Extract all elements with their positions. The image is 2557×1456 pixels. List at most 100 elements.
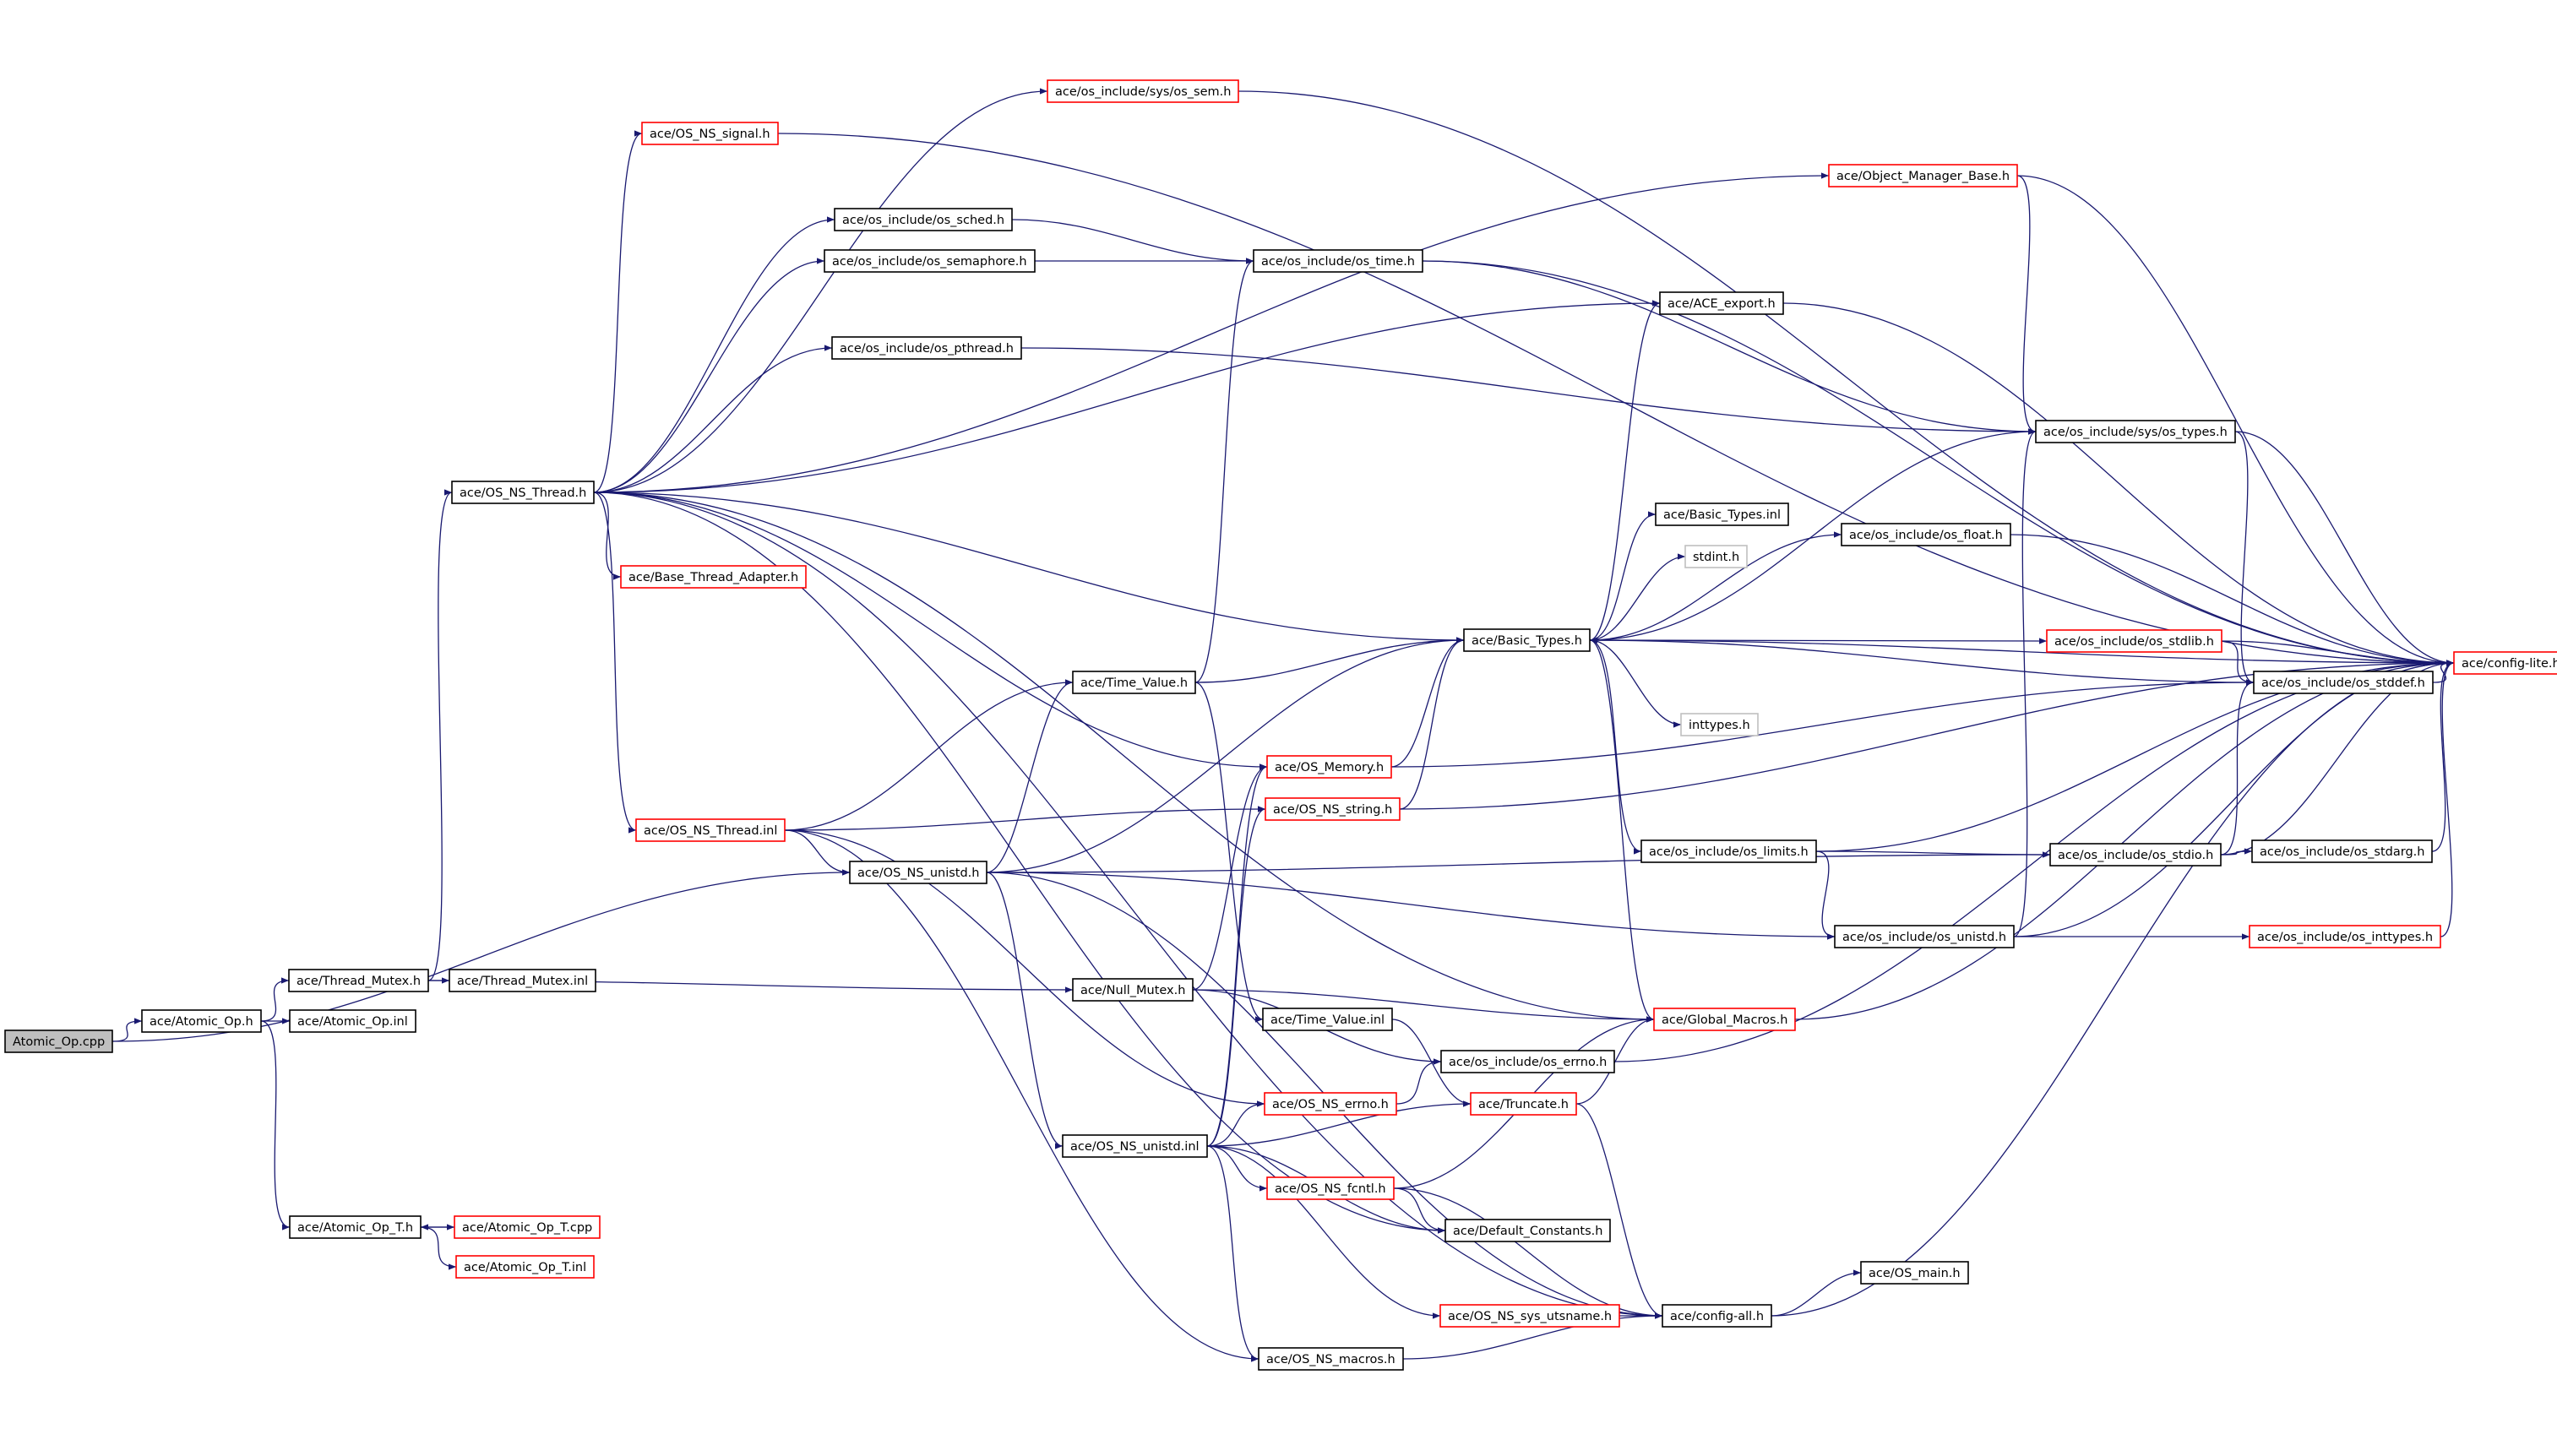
edge-os-ns-thread-h-to-basic-types-h [593, 492, 1465, 644]
file-node-os-memory-h[interactable]: ace/OS_Memory.h [1266, 755, 1392, 779]
node-box [1264, 1092, 1397, 1116]
edge-config-all-h-to-config-lite-h [1771, 660, 2455, 1317]
node-box [141, 1009, 262, 1033]
file-node-default-constants-h[interactable]: ace/Default_Constants.h [1444, 1219, 1611, 1242]
node-box [2046, 629, 2222, 653]
file-node-os-ns-errno-h[interactable]: ace/OS_NS_errno.h [1264, 1092, 1397, 1116]
edge-os-ns-thread-inl-to-os-ns-errno-h [784, 829, 1265, 1107]
node-label: ace/Atomic_Op.inl [297, 1015, 408, 1029]
edge-null-mutex-h-to-global-macros-h [1192, 989, 1655, 1023]
node-box [4, 1030, 113, 1053]
file-node-os-sched-h[interactable]: ace/os_include/os_sched.h [834, 208, 1013, 231]
file-node-atomic-op-t-h[interactable]: ace/Atomic_Op_T.h [289, 1215, 422, 1239]
node-box [1439, 1304, 1620, 1328]
file-node-config-lite-h[interactable]: ace/config-lite.h [2453, 651, 2557, 675]
edge-os-ns-thread-inl-to-time-value-h [784, 679, 1074, 831]
node-label: ace/OS_Memory.h [1275, 761, 1384, 774]
file-node-os-limits-h[interactable]: ace/os_include/os_limits.h [1640, 839, 1817, 863]
node-label: ace/Thread_Mutex.h [297, 975, 421, 988]
node-label: ace/Time_Value.h [1080, 676, 1188, 690]
node-box [1062, 1134, 1208, 1158]
edge-os-ns-unistd-h-to-os-ns-unistd-inl [986, 872, 1064, 1149]
file-node-object-manager-base-h[interactable]: ace/Object_Manager_Base.h [1828, 164, 2018, 187]
file-node-os-time-h[interactable]: ace/os_include/os_time.h [1253, 249, 1423, 273]
edge-os-ns-thread-h-to-os-memory-h [593, 492, 1268, 770]
file-node-os-stddef-h[interactable]: ace/os_include/os_stddef.h [2253, 671, 2434, 694]
edge-basic-types-h-to-stdint-h [1589, 553, 1686, 641]
file-node-thread-mutex-inl[interactable]: ace/Thread_Mutex.inl [449, 969, 596, 992]
node-label: ace/OS_NS_macros.h [1266, 1353, 1395, 1366]
file-node-os-ns-macros-h[interactable]: ace/OS_NS_macros.h [1258, 1347, 1404, 1371]
file-node-ace-export-h[interactable]: ace/ACE_export.h [1659, 291, 1784, 315]
file-node-os-stdlib-h[interactable]: ace/os_include/os_stdlib.h [2046, 629, 2222, 653]
file-node-atomic-op-h[interactable]: ace/Atomic_Op.h [141, 1009, 262, 1033]
dependency-edges [112, 88, 2455, 1362]
file-node-config-all-h[interactable]: ace/config-all.h [1662, 1304, 1772, 1328]
file-node-os-stdio-h[interactable]: ace/os_include/os_stdio.h [2049, 843, 2222, 867]
node-box [1662, 1304, 1772, 1328]
file-node-os-inttypes-h[interactable]: ace/os_include/os_inttypes.h [2249, 925, 2441, 948]
file-node-os-ns-sys-utsname-h[interactable]: ace/OS_NS_sys_utsname.h [1439, 1304, 1620, 1328]
edge-os-float-h-to-config-lite-h [2010, 534, 2455, 666]
file-node-os-ns-fcntl-h[interactable]: ace/OS_NS_fcntl.h [1266, 1176, 1395, 1200]
file-node-inttypes-h[interactable]: inttypes.h [1680, 713, 1759, 736]
file-node-atomic-op-cpp[interactable]: Atomic_Op.cpp [4, 1030, 113, 1053]
file-node-truncate-h[interactable]: ace/Truncate.h [1470, 1092, 1577, 1116]
file-node-os-ns-string-h[interactable]: ace/OS_NS_string.h [1265, 797, 1401, 821]
edge-basic-types-h-to-os-types-h [1589, 428, 2037, 641]
edge-os-ns-thread-h-to-global-macros-h [593, 492, 1655, 1023]
file-node-time-value-h[interactable]: ace/Time_Value.h [1072, 671, 1196, 694]
file-node-os-semaphore-h[interactable]: ace/os_include/os_semaphore.h [824, 249, 1036, 273]
node-box [1653, 1008, 1796, 1031]
file-node-os-types-h[interactable]: ace/os_include/sys/os_types.h [2035, 420, 2236, 443]
file-node-os-stdarg-h[interactable]: ace/os_include/os_stdarg.h [2251, 839, 2433, 863]
edge-truncate-h-to-config-all-h [1575, 1103, 1663, 1319]
file-node-os-errno-h[interactable]: ace/os_include/os_errno.h [1440, 1050, 1615, 1073]
file-node-os-ns-unistd-inl[interactable]: ace/OS_NS_unistd.inl [1062, 1134, 1208, 1158]
node-label: ace/OS_NS_Thread.inl [644, 824, 777, 838]
file-node-thread-mutex-h[interactable]: ace/Thread_Mutex.h [288, 969, 429, 992]
file-node-atomic-op-t-inl[interactable]: ace/Atomic_Op_T.inl [455, 1255, 595, 1279]
node-label: ace/Base_Thread_Adapter.h [628, 571, 798, 584]
edge-os-ns-thread-h-to-os-semaphore-h [593, 258, 825, 493]
edge-os-ns-unistd-inl-to-os-ns-fcntl-h [1206, 1145, 1268, 1192]
file-node-os-ns-unistd-h[interactable]: ace/OS_NS_unistd.h [849, 861, 987, 884]
node-label: ace/Basic_Types.inl [1663, 508, 1781, 522]
edge-os-ns-unistd-inl-to-truncate-h [1206, 1100, 1472, 1147]
file-node-atomic-op-t-cpp[interactable]: ace/Atomic_Op_T.cpp [454, 1215, 601, 1239]
file-node-null-mutex-h[interactable]: ace/Null_Mutex.h [1072, 978, 1194, 1002]
file-node-os-sem-h[interactable]: ace/os_include/sys/os_sem.h [1047, 79, 1239, 103]
node-label: ace/config-all.h [1670, 1310, 1764, 1323]
edge-os-ns-thread-h-to-object-manager-base-h [593, 172, 1830, 493]
file-node-os-ns-thread-h[interactable]: ace/OS_NS_Thread.h [451, 481, 595, 504]
node-label: ace/Default_Constants.h [1453, 1225, 1602, 1238]
file-node-base-thread-adapter-h[interactable]: ace/Base_Thread_Adapter.h [620, 565, 807, 589]
file-node-basic-types-h[interactable]: ace/Basic_Types.h [1463, 628, 1591, 652]
file-node-global-macros-h[interactable]: ace/Global_Macros.h [1653, 1008, 1796, 1031]
edge-os-ns-unistd-h-to-os-stdio-h [986, 851, 2051, 873]
file-node-os-ns-signal-h[interactable]: ace/OS_NS_signal.h [641, 122, 779, 145]
node-box [849, 861, 987, 884]
file-node-os-float-h[interactable]: ace/os_include/os_float.h [1841, 523, 2011, 546]
file-node-time-value-inl[interactable]: ace/Time_Value.inl [1262, 1008, 1393, 1031]
node-box [641, 122, 779, 145]
file-node-os-unistd-h[interactable]: ace/os_include/os_unistd.h [1834, 925, 2015, 948]
node-label: ace/os_include/os_time.h [1261, 255, 1415, 269]
node-label: ace/os_include/sys/os_types.h [2043, 426, 2228, 439]
file-node-os-ns-thread-inl[interactable]: ace/OS_NS_Thread.inl [635, 818, 786, 842]
edge-os-inttypes-h-to-config-lite-h [2440, 660, 2455, 937]
file-node-atomic-op-inl[interactable]: ace/Atomic_Op.inl [289, 1009, 416, 1033]
node-box [1470, 1092, 1577, 1116]
node-box [834, 208, 1013, 231]
file-node-stdint-h[interactable]: stdint.h [1684, 545, 1748, 568]
edge-os-ns-string-h-to-basic-types-h [1399, 637, 1465, 810]
node-label: ace/Atomic_Op_T.h [297, 1221, 413, 1235]
file-node-os-pthread-h[interactable]: ace/os_include/os_pthread.h [831, 336, 1022, 360]
edge-basic-types-h-to-config-lite-h [1589, 639, 2455, 666]
node-label: ace/OS_NS_sys_utsname.h [1448, 1310, 1612, 1323]
node-label: ace/OS_NS_unistd.h [857, 867, 979, 880]
file-node-os-main-h[interactable]: ace/OS_main.h [1860, 1261, 1969, 1285]
file-node-basic-types-inl[interactable]: ace/Basic_Types.inl [1655, 503, 1789, 526]
edge-os-ns-fcntl-h-to-default-constants-h [1393, 1187, 1446, 1234]
